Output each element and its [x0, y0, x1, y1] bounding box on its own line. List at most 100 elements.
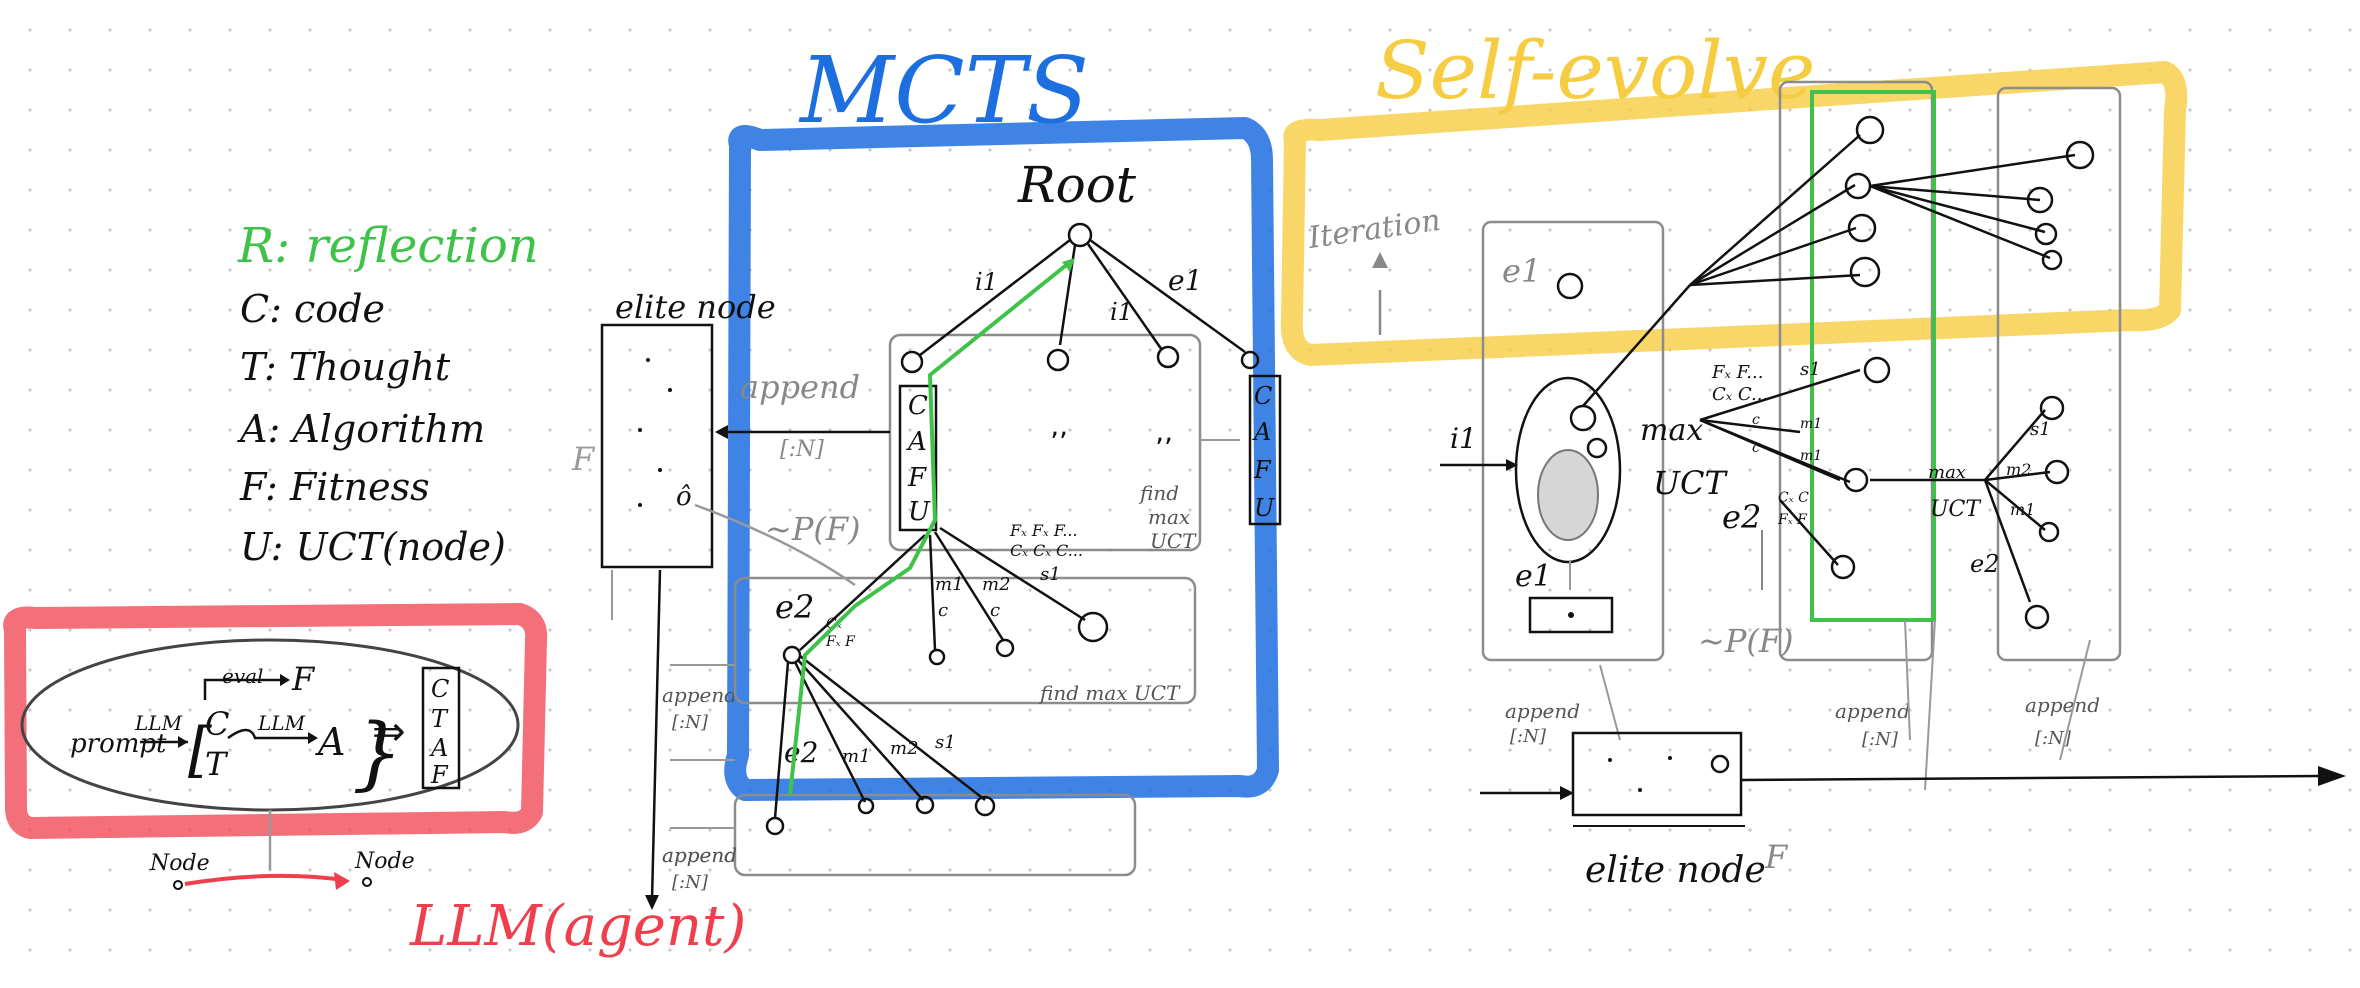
evolve-green-column [1812, 92, 1934, 620]
mcts-append-range: [:N] [780, 437, 824, 462]
mcts-pf: ~P(F) [765, 510, 861, 548]
mcts-leaf-a [767, 818, 783, 834]
mcts-edge-i1b: i1 [1110, 298, 1133, 326]
legend-u: U: UCT(node) [240, 525, 506, 569]
cafu-right-c: C [1254, 382, 1272, 410]
evolve-fan-edges-right [1870, 155, 2075, 258]
evolve-right-m1-node [2040, 523, 2058, 541]
cafu-right-a: A [1252, 418, 1271, 446]
llm-f: F [291, 660, 316, 698]
cafu-left-f: F [907, 463, 927, 493]
mcts-find-max-uct-2: find max UCT [1038, 681, 1181, 705]
mcts-m1: m1 [935, 574, 964, 595]
node-to: Node [354, 849, 415, 874]
ctaf-f: F [430, 761, 449, 789]
mcts-node-a [902, 352, 922, 372]
evolve-e2b: e2 [1970, 550, 1999, 578]
cafu-left-a: A [906, 427, 927, 457]
evolve-uct2: UCT [1930, 497, 1982, 522]
evolve-fvals-1: Fₓ F... [1711, 362, 1763, 383]
evolve-top-node-1 [1857, 117, 1883, 143]
mcts-root-node [1069, 224, 1091, 246]
evolve-elite-dots [1608, 756, 1672, 792]
elite-left-title: elite node [615, 288, 776, 326]
mcts-leaf-b [859, 799, 873, 813]
mcts-node-s1 [1079, 613, 1107, 641]
evolve-top-node-4 [1851, 258, 1879, 286]
mcts-cvs-2: Fₓ F [825, 634, 856, 650]
evolve-node-2 [1588, 439, 1606, 457]
elite-left-dots [638, 358, 672, 507]
mcts-append: append [740, 368, 860, 406]
mcts-find-3: UCT [1150, 529, 1197, 553]
mcts-node-m2 [997, 640, 1013, 656]
evolve-elite-f: F [1764, 838, 1789, 876]
mcts-e2b: e2 [784, 736, 818, 769]
evolve-s1b: s1 [2030, 419, 2051, 440]
llm-double-arrow: ⇒ [372, 709, 406, 755]
evolve-e2: e2 [1722, 498, 1761, 536]
elite-left-o: ô [676, 482, 692, 512]
llm-eval-label: eval [222, 664, 263, 688]
node-from: Node [149, 851, 210, 876]
cafu-right-f: F [1253, 456, 1272, 484]
mcts-root-label: Root [1017, 156, 1137, 214]
evolve-m1: m1 [2010, 500, 2035, 519]
evolve-right-e2-node [2026, 606, 2048, 628]
evolve-i1: i1 [1450, 422, 1477, 455]
elite-left-line [652, 570, 660, 900]
evolve-iteration: Iteration [1305, 203, 1442, 256]
legend-f: F: Fitness [239, 465, 430, 509]
elite-left-append1-range: [:N] [672, 712, 709, 733]
evolve-right-node-4 [2043, 251, 2061, 269]
llm-a: A [315, 720, 345, 764]
evolve-timeline [1741, 776, 2320, 780]
evolve-e1-bottom: e1 [1515, 559, 1552, 594]
evolve-e1-top: e1 [1502, 252, 1541, 290]
evolve-append-b: append [1835, 699, 1910, 723]
mcts-append-bottom: append [662, 843, 737, 867]
mcts-node-m1 [930, 650, 944, 664]
ctaf-t: T [431, 705, 449, 733]
self-evolve-title: Self-evolve [1375, 24, 1815, 117]
mcts-e2: e2 [775, 588, 814, 626]
evolve-max: max [1640, 413, 1703, 448]
cafu-left-c: C [908, 391, 928, 421]
mcts-s1: s1 [1040, 564, 1061, 585]
mcts-c2: c [990, 600, 1000, 621]
llm-c: C [205, 705, 229, 743]
mcts-find-1: find [1138, 481, 1179, 505]
evolve-append-b-range: [:N] [1862, 729, 1899, 750]
evolve-right-node-3 [2036, 224, 2056, 244]
mcts-title: MCTS [798, 37, 1089, 144]
cafu-left-u: U [908, 497, 931, 527]
evolve-append-a-range: [:N] [1510, 726, 1547, 747]
mcts-c1: c [938, 600, 948, 621]
evolve-right-s1-node [2041, 397, 2063, 419]
legend-r: R: reflection [237, 218, 539, 274]
evolve-uct: UCT [1653, 464, 1728, 502]
mcts-m2: m2 [982, 574, 1011, 595]
evolve-pf: ~P(F) [1698, 622, 1794, 660]
mcts-node-c [1158, 347, 1178, 367]
mcts-node-b [1048, 350, 1068, 370]
mcts-m2b: m2 [890, 738, 919, 759]
evolve-cf-1: Cₓ C [1778, 490, 1809, 506]
evolve-elite-box [1573, 733, 1741, 815]
ctaf-a: A [429, 734, 448, 762]
mcts-s1b: s1 [935, 732, 956, 753]
evolve-level-node-3 [1832, 556, 1854, 578]
node-red-arrow [185, 876, 345, 884]
mcts-fvals-2: Cₓ Cₓ C... [1010, 541, 1083, 560]
ctaf-c: C [431, 675, 449, 703]
mcts-edge-i1a: i1 [975, 268, 998, 296]
legend-a: A: Algorithm [237, 407, 485, 451]
evolve-c2: c [1752, 440, 1760, 456]
llm-label-1: LLM [134, 711, 183, 735]
evolve-c1: c [1752, 412, 1760, 428]
evolve-selected-node [1571, 406, 1595, 430]
elite-left-append2-range: [:N] [672, 872, 709, 893]
mcts-find-2: max [1148, 505, 1190, 529]
evolve-m1b: m1 [1800, 448, 1822, 464]
